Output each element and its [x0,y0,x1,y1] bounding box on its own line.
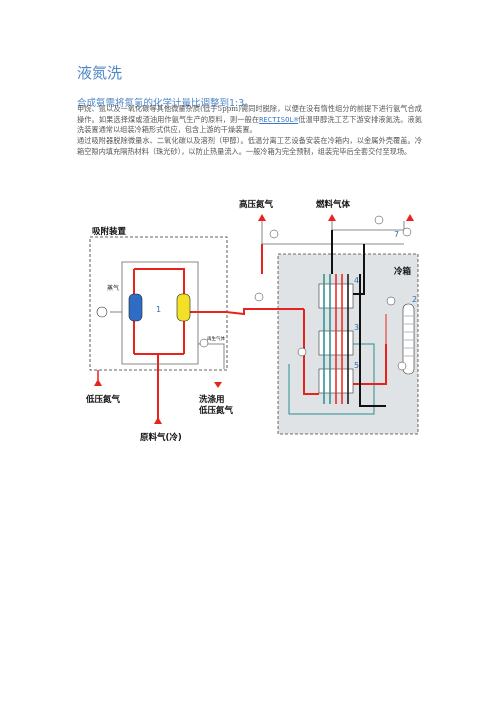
number-3: 5 [354,361,359,370]
paragraph-intro: 甲烷、氩以及一氧化碳等其他微量杂质(低于5ppm)需同时脱除，以便在没有惰性组分… [77,104,422,136]
lp-nitrogen-arrow [94,379,102,386]
adsorber-grey-lines [110,261,225,369]
pc-instrument-top [374,215,384,225]
adsorber-blue-vessel [128,293,143,322]
fc-instrument-top [269,229,279,239]
paragraph-intro-text: 甲烷、氩以及一氧化碳等其他微量杂质(低于5ppm)需同时脱除，以便在没有惰性组分… [77,104,422,124]
fuel-gas-arrow [328,214,336,221]
adsorber-yellow-vessel [176,293,191,322]
tc-instrument [297,347,307,357]
ac-instrument [402,227,412,237]
label-steam: 蒸气 [107,284,119,292]
label-regen-gas: 再生气体 [207,335,225,342]
label-feed-gas: 原料气(冷) [140,432,182,443]
number-1: 1 [156,305,161,314]
page-title: 液氮洗 [77,64,123,82]
steam-heater-icon [96,306,108,318]
process-flow-diagram: 1 蒸气 再生气体 吸附装置 低压氮气 洗涤用 低压氮气 原料气(冷) 高压氮气… [74,194,422,452]
label-hp-nitrogen: 高压氮气 [239,199,274,210]
exchanger-pipes [288,244,387,415]
wash-column: 2 [402,295,417,375]
label-adsorber-unit: 吸附装置 [92,226,127,237]
label-fuel-gas: 燃料气体 [316,199,351,210]
label-cold-box: 冷箱 [394,266,412,277]
label-lp-nitrogen: 低压氮气 [85,394,121,405]
top-right-arrow [406,214,414,221]
label-wash-lp-nitrogen-2: 低压氮气 [198,405,234,416]
number-2: 3 [354,323,359,332]
number-7: 7 [394,230,399,239]
fc-instrument-right [386,296,396,306]
wash-nitrogen-arrow [214,382,222,388]
adsorber-unit-box [89,236,228,371]
label-wash-lp-nitrogen-1: 洗涤用 [199,394,225,405]
hp-nitrogen-arrow [258,214,266,221]
paragraph-description: 通过吸附器脱除微量水、二氧化碳以及溶剂（甲醇）。低温分离工艺设备安装在冷箱内，以… [77,136,422,156]
number-5: 2 [412,295,417,304]
feed-gas-arrow [154,417,162,424]
subtitle: 合成氨需将氮氢的化学计量比调整到1:3。 [77,98,254,109]
number-4: 4 [354,276,359,285]
lc-instrument [397,361,407,371]
pc-regen-instrument [199,338,209,348]
rectisol-link[interactable]: RECTISOL® [259,114,299,124]
paragraph-intro-tail: 低温甲醇洗工艺下游安排液氮洗。液氮洗装置通常以组装冷箱形式供应，包含上游的干燥装… [77,114,422,135]
pi-instrument [254,292,264,302]
top-process-lines [261,221,405,274]
